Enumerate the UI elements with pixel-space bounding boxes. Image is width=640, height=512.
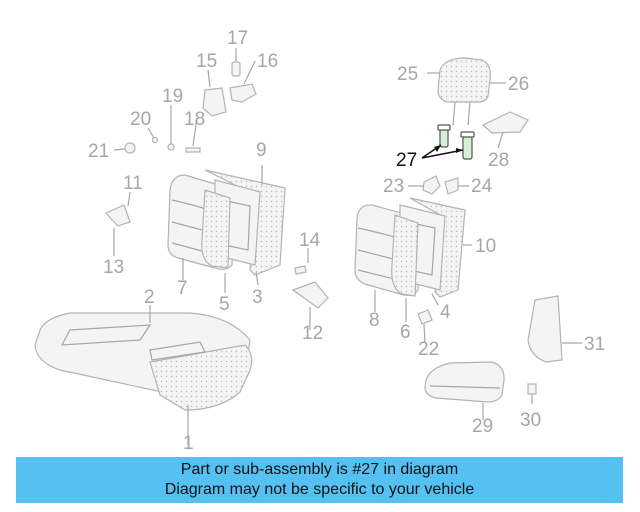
callout-12: 12 xyxy=(302,323,323,344)
parts-diagram: 1 2 3 4 5 6 7 8 9 10 11 12 13 14 15 16 1… xyxy=(34,28,605,454)
callout-30: 30 xyxy=(520,410,541,431)
left-seatback-part xyxy=(167,169,286,276)
armrest-part xyxy=(424,361,505,403)
bezel-part xyxy=(481,111,529,134)
callout-labels: 1 2 3 4 5 6 7 8 9 10 11 12 13 14 15 16 1… xyxy=(88,28,605,454)
callout-23: 23 xyxy=(383,176,404,197)
headrest-guide-part xyxy=(437,124,475,160)
headrest-part xyxy=(437,57,491,126)
callout-29: 29 xyxy=(472,416,493,437)
bracket-24-part xyxy=(444,177,459,195)
callout-14: 14 xyxy=(299,230,321,251)
callout-28: 28 xyxy=(488,150,509,171)
callout-10: 10 xyxy=(475,236,496,257)
highlight-leaders xyxy=(421,144,464,159)
latch-15-part xyxy=(202,87,227,117)
callout-31: 31 xyxy=(584,334,605,355)
notice-line-2: Diagram may not be specific to your vehi… xyxy=(164,481,475,498)
seat-cushion-part xyxy=(34,312,253,411)
callout-9: 9 xyxy=(256,140,267,161)
callout-2: 2 xyxy=(144,287,155,308)
clip-20-part xyxy=(151,136,159,144)
clip-14-part xyxy=(294,265,307,275)
hinge-part xyxy=(105,204,131,227)
callout-16: 16 xyxy=(257,51,278,72)
callout-8: 8 xyxy=(369,310,380,331)
cover-12-part xyxy=(291,281,329,309)
right-seatback-part xyxy=(354,197,466,298)
callout-26: 26 xyxy=(508,74,529,95)
callout-19: 19 xyxy=(162,86,183,107)
callout-7: 7 xyxy=(177,278,188,299)
callout-18: 18 xyxy=(184,109,205,130)
cap-21-part xyxy=(124,142,136,154)
callout-6: 6 xyxy=(400,322,411,343)
callout-15: 15 xyxy=(196,51,217,72)
notice-line-1: Part or sub-assembly is #27 in diagram xyxy=(180,461,459,478)
callout-13: 13 xyxy=(103,257,124,278)
callout-24: 24 xyxy=(471,176,493,197)
latch-17-part xyxy=(231,61,241,77)
trim-panel-part xyxy=(527,295,563,363)
bracket-23-part xyxy=(422,175,441,195)
callout-22: 22 xyxy=(418,339,439,360)
callout-25: 25 xyxy=(397,64,418,85)
callout-21: 21 xyxy=(88,141,109,162)
clip-22-part xyxy=(417,309,433,325)
nut-19-part xyxy=(167,143,175,151)
callout-4: 4 xyxy=(440,302,451,323)
leader-lines xyxy=(113,48,582,445)
callout-5: 5 xyxy=(219,294,230,315)
callout-3: 3 xyxy=(252,287,263,308)
callout-17: 17 xyxy=(227,28,248,49)
callout-11: 11 xyxy=(123,173,143,194)
diagram-notice-banner: Part or sub-assembly is #27 in diagram D… xyxy=(16,457,623,503)
latch-16-part xyxy=(229,83,257,103)
bolt-18-part xyxy=(185,147,201,153)
callout-20: 20 xyxy=(130,109,151,130)
bushing-part xyxy=(527,383,537,395)
callout-27: 27 xyxy=(396,150,417,171)
callout-1: 1 xyxy=(183,433,194,454)
